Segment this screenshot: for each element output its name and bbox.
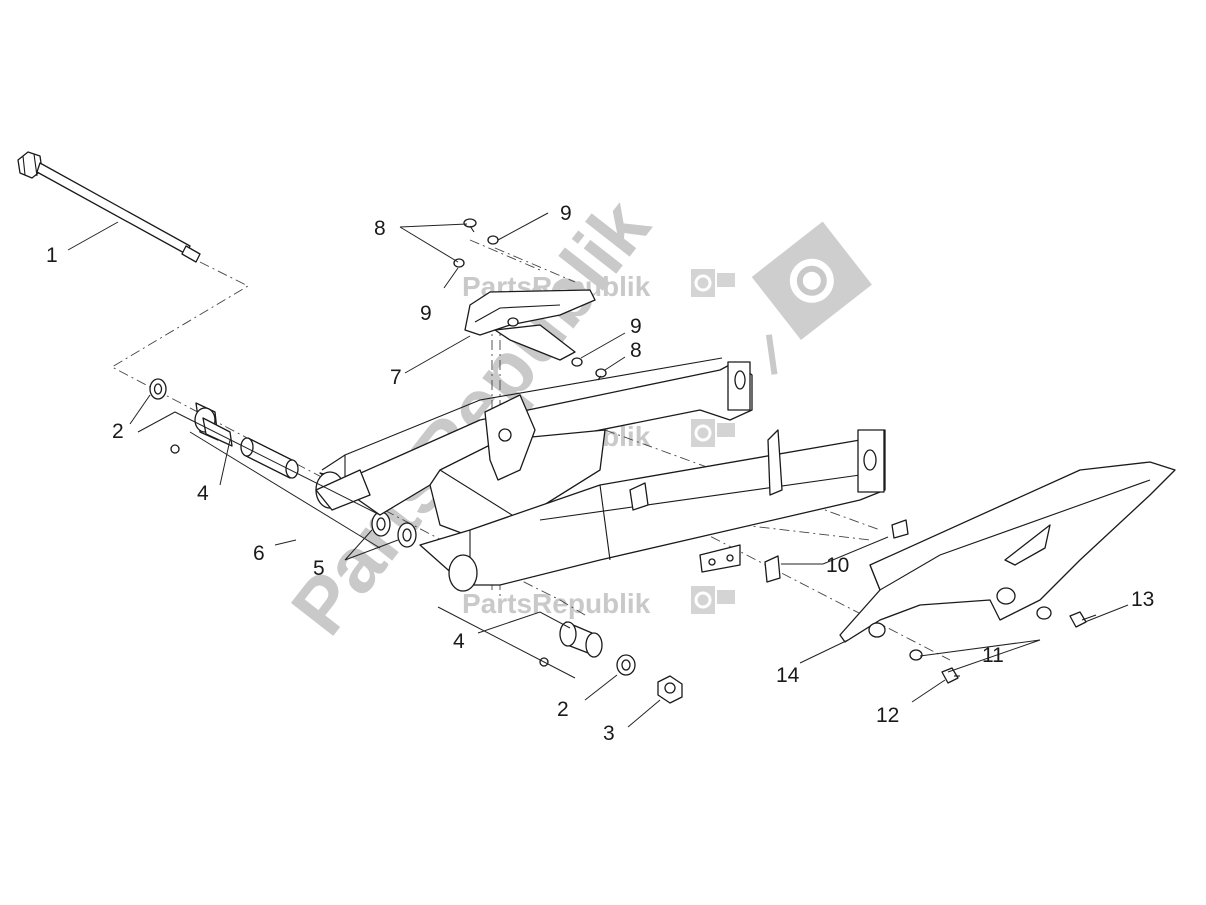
callout-9-top[interactable]: 9	[560, 202, 572, 225]
watermark-diagonal-logo	[751, 221, 872, 375]
callout-3[interactable]: 3	[603, 722, 615, 745]
callout-13[interactable]: 13	[1131, 588, 1154, 611]
part-chain-guard[interactable]	[839, 461, 1176, 643]
callout-8-top[interactable]: 8	[374, 217, 386, 240]
part-bushing-bottom[interactable]	[539, 621, 603, 667]
watermark-bottom-text: PartsRepublik	[462, 588, 651, 619]
callout-4-top[interactable]: 4	[197, 482, 209, 505]
part-washer-11-lower[interactable]	[909, 649, 923, 661]
callout-6[interactable]: 6	[253, 542, 265, 565]
callout-10[interactable]: 10	[826, 554, 849, 577]
callout-9-right[interactable]: 9	[630, 315, 642, 338]
callout-4-bottom[interactable]: 4	[453, 630, 465, 653]
watermark-gear-icon	[789, 258, 834, 303]
part-washer-top[interactable]	[149, 378, 167, 400]
part-screw-8-right[interactable]	[595, 368, 607, 381]
callout-9-left[interactable]: 9	[420, 302, 432, 325]
part-spacer-tube[interactable]	[240, 437, 299, 479]
watermark-top-gear-icon	[691, 269, 735, 297]
part-washer-bottom[interactable]	[616, 654, 636, 676]
part-clip-nut-upper[interactable]	[891, 519, 909, 539]
part-washer-9-right[interactable]	[571, 357, 583, 367]
part-chain-slider[interactable]	[464, 289, 596, 361]
callout-2-top[interactable]: 2	[112, 420, 124, 443]
callout-11[interactable]: 11	[982, 644, 1004, 667]
watermark-middle-gear-icon	[691, 419, 735, 447]
part-pivot-shaft[interactable]	[17, 151, 201, 263]
part-clip-nut-lower[interactable]	[764, 555, 781, 583]
leader-lines	[67, 212, 1129, 728]
callout-14[interactable]: 14	[776, 664, 800, 687]
callout-labels: 1 2 2 3 4 4 5 6 7 8 8 9 9 9 10 11 12 13 …	[46, 202, 1154, 745]
callout-2-bottom[interactable]: 2	[557, 698, 569, 721]
part-bushing-top[interactable]	[170, 402, 233, 454]
part-spacer-washers[interactable]	[371, 511, 417, 548]
part-washer-11-upper[interactable]	[1036, 606, 1052, 620]
part-washer-9-top[interactable]	[487, 235, 499, 245]
part-swing-arm[interactable]	[315, 357, 886, 592]
watermark-bottom-gear-icon	[691, 586, 735, 614]
callout-7[interactable]: 7	[390, 366, 402, 389]
callout-5[interactable]: 5	[313, 557, 325, 580]
callout-12[interactable]: 12	[876, 704, 899, 727]
watermark-bottom: PartsRepublik	[462, 586, 735, 619]
part-nut[interactable]	[657, 675, 683, 704]
callout-8-right[interactable]: 8	[630, 339, 642, 362]
callout-1[interactable]: 1	[46, 244, 58, 267]
part-screw-12[interactable]	[941, 667, 960, 684]
part-screw-8-top[interactable]	[463, 218, 477, 233]
